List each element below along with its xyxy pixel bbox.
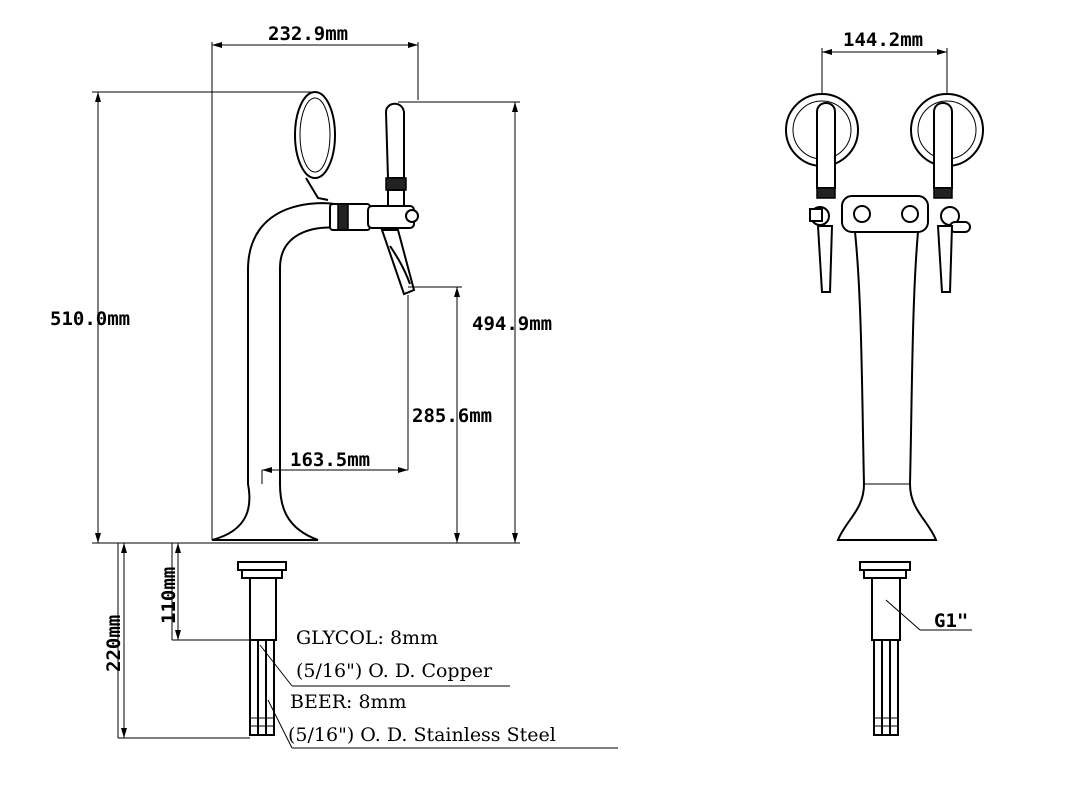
front-view — [785, 48, 984, 736]
dim-height-total: 510.0mm — [50, 308, 130, 330]
dim-tap-spacing: 144.2mm — [843, 29, 923, 51]
dim-spout-height: 285.6mm — [412, 405, 492, 427]
note-beer-line2: (5/16") O. D. Stainless Steel — [288, 724, 556, 746]
side-view — [211, 91, 618, 749]
dim-line-220: 220mm — [103, 615, 125, 672]
dim-width-top: 232.9mm — [268, 23, 348, 45]
note-glycol-line2: (5/16") O. D. Copper — [296, 660, 493, 682]
dim-shank-110: 110mm — [158, 567, 180, 624]
dim-thread: G1" — [934, 610, 968, 632]
dimension-lines — [95, 42, 947, 738]
note-glycol-line1: GLYCOL: 8mm — [296, 627, 438, 649]
note-beer-line1: BEER: 8mm — [290, 691, 407, 713]
extension-lines — [92, 42, 520, 739]
dim-spout-reach: 163.5mm — [290, 449, 370, 471]
dim-height-tap: 494.9mm — [472, 313, 552, 335]
